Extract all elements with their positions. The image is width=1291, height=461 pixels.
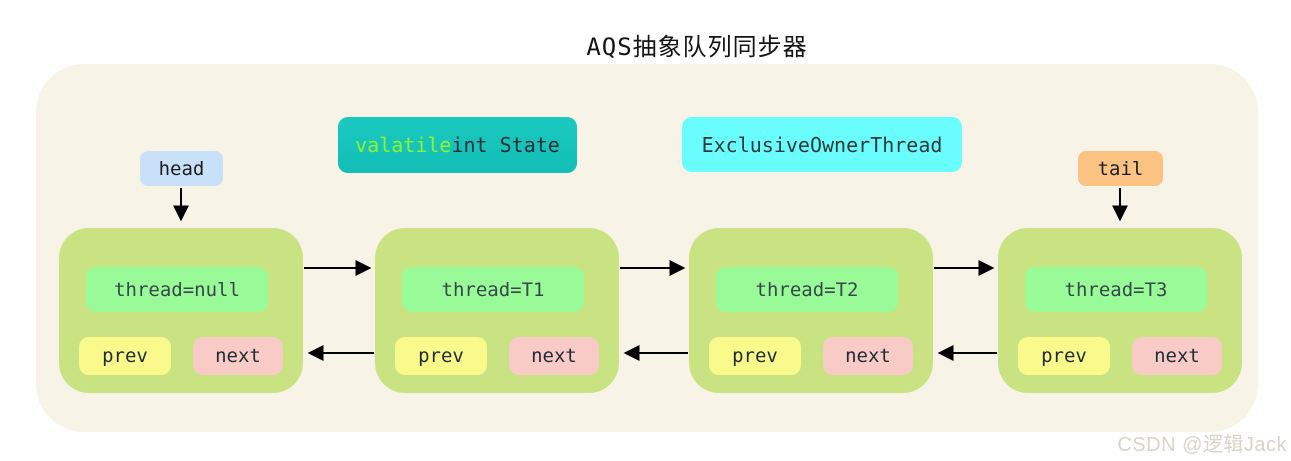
queue-node-t2: thread=T2 prev next (689, 228, 933, 393)
volatile-state-box: valatile int State (338, 117, 577, 173)
queue-node-t3: thread=T3 prev next (998, 228, 1242, 393)
prev-pointer-field: prev (79, 337, 171, 375)
prev-pointer-field: prev (709, 337, 801, 375)
csdn-watermark: CSDN @逻辑Jack (1117, 434, 1287, 456)
queue-node-head: thread=null prev next (59, 228, 303, 393)
thread-field: thread=T1 (402, 267, 584, 312)
thread-field: thread=null (86, 267, 268, 312)
diagram-title: AQS抽象队列同步器 (586, 33, 808, 61)
exclusive-owner-thread-box: ExclusiveOwnerThread (682, 117, 962, 172)
next-pointer-field: next (193, 337, 283, 375)
thread-field: thread=T2 (716, 267, 898, 312)
state-label: int State (451, 133, 560, 157)
next-pointer-field: next (823, 337, 913, 375)
head-pointer-label: head (140, 151, 223, 186)
prev-pointer-field: prev (395, 337, 487, 375)
next-pointer-field: next (509, 337, 599, 375)
volatile-keyword: valatile (355, 133, 452, 157)
prev-pointer-field: prev (1018, 337, 1110, 375)
next-pointer-field: next (1132, 337, 1222, 375)
queue-node-t1: thread=T1 prev next (375, 228, 619, 393)
tail-pointer-label: tail (1078, 151, 1163, 186)
thread-field: thread=T3 (1025, 267, 1207, 312)
